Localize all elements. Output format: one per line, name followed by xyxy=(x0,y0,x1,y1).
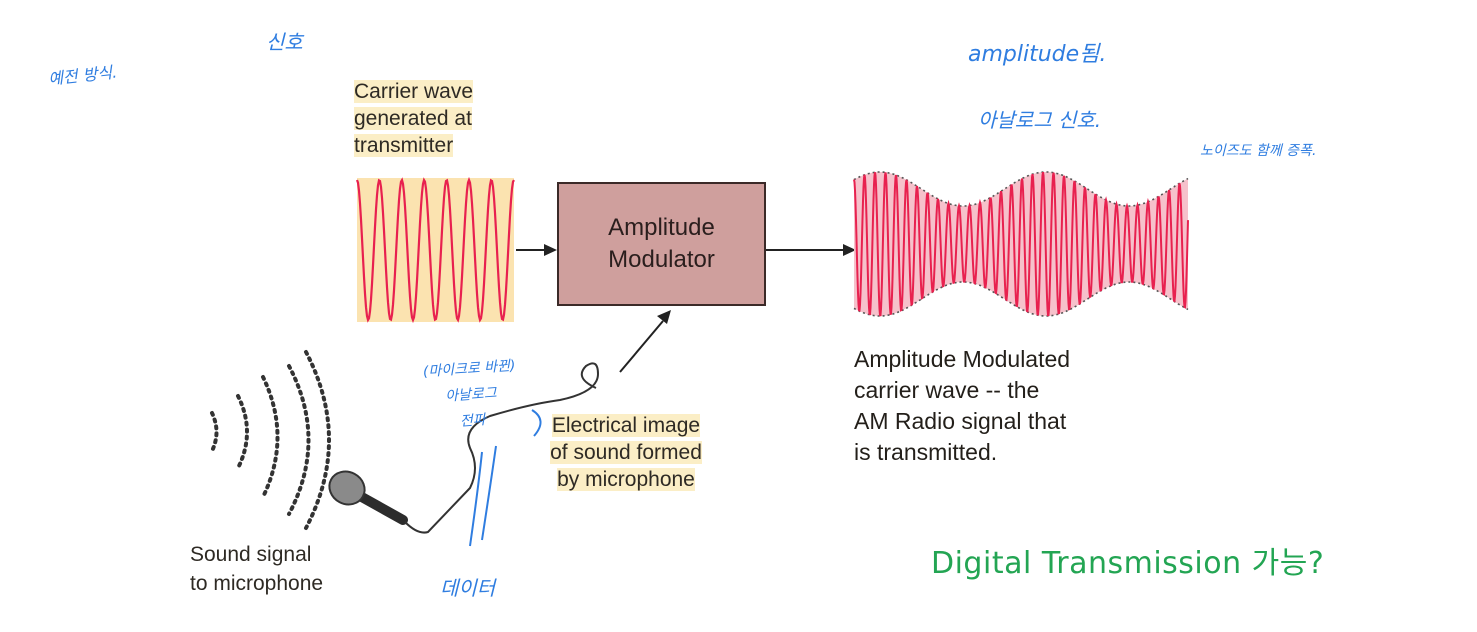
sound-waves-icon xyxy=(210,350,331,530)
sound-signal-label: Sound signal to microphone xyxy=(190,543,324,595)
signal-to-modulator-arrow xyxy=(619,310,671,373)
handwritten-strokes xyxy=(469,409,542,547)
am-output-label: Amplitude Modulated carrier wave -- the … xyxy=(854,346,1071,465)
electrical-image-label: Electrical image of sound formed by micr… xyxy=(550,414,702,491)
carrier-wave-line xyxy=(355,176,515,324)
am-modulated-wave xyxy=(853,171,1189,317)
note-amplitude: amplitude됨. xyxy=(968,42,1107,67)
microphone-cable xyxy=(404,362,600,534)
note-analog-signal: 아날로그 신호. xyxy=(978,108,1102,132)
microphone-icon xyxy=(328,470,408,525)
note-signal: 신호 xyxy=(266,30,303,54)
carrier-wave-label: Carrier wave generated at transmitter xyxy=(354,80,474,157)
am-wave-carrier-line xyxy=(853,171,1189,317)
note-mic-converted: (마이크로 바뀐) 아날로그 전파 xyxy=(422,357,516,430)
note-data: 데이터 xyxy=(440,576,496,600)
carrier-to-modulator-arrow xyxy=(516,244,557,256)
carrier-wave xyxy=(355,176,515,324)
modulator-to-output-arrow xyxy=(766,244,856,256)
carrier-wave-background xyxy=(357,178,514,322)
digital-transmission-question: Digital Transmission 가능? xyxy=(931,546,1325,581)
amplitude-modulator-box: Amplitude Modulator xyxy=(557,182,766,306)
note-noise-amplified: 노이즈도 함께 증폭. xyxy=(1200,143,1317,159)
